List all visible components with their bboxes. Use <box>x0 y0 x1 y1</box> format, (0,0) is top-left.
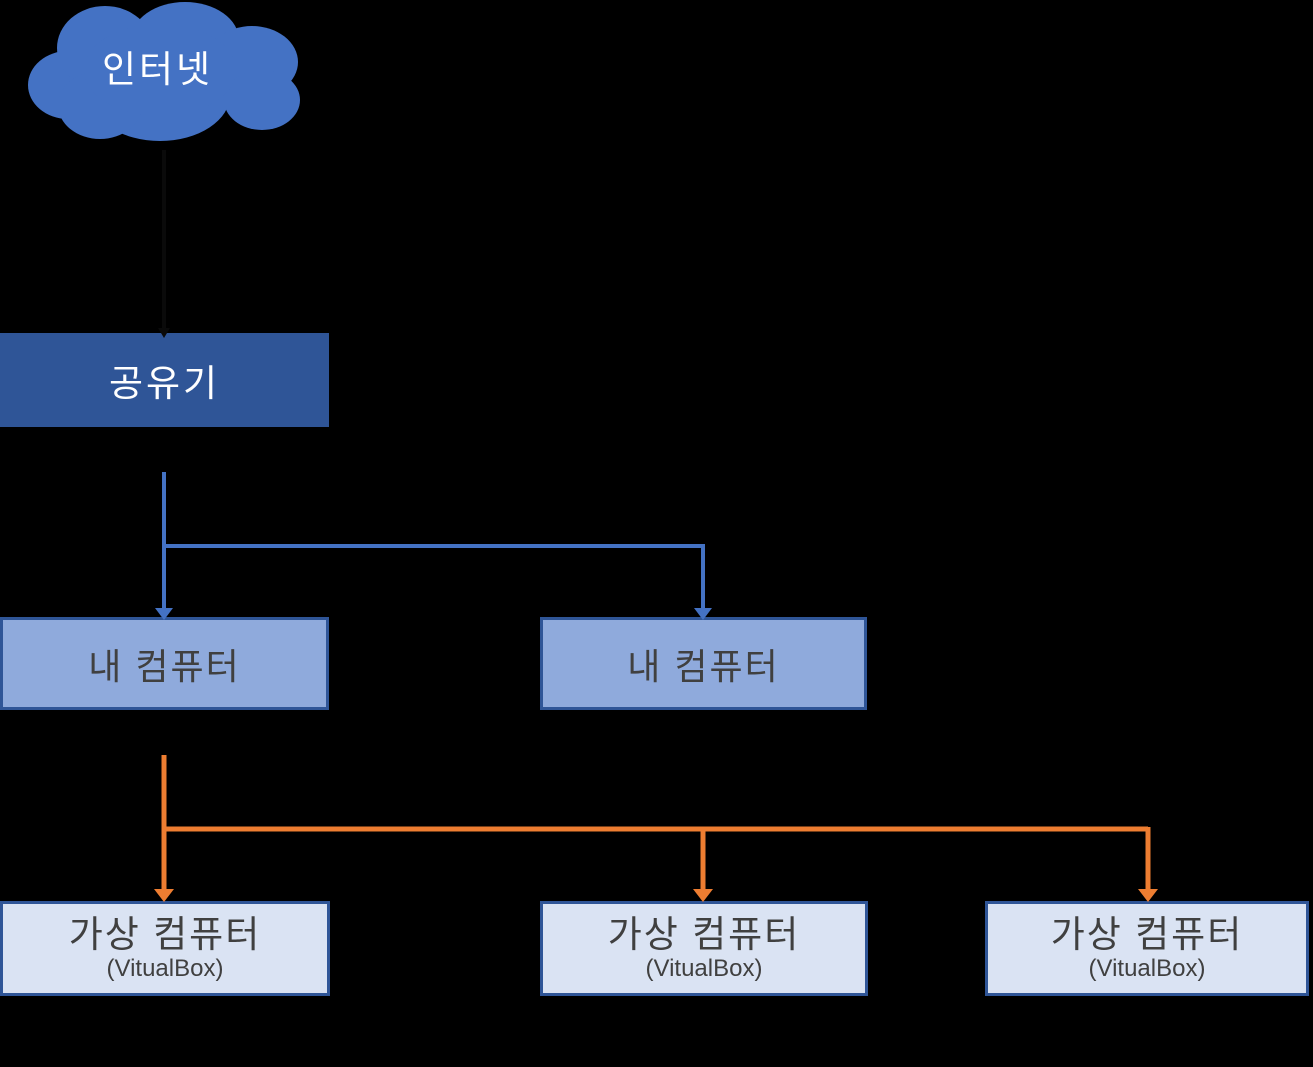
vm-left-label: 가상 컴퓨터 <box>68 914 262 956</box>
router-to-right-computer-connector <box>164 544 705 609</box>
virtual-computer-box-left: 가상 컴퓨터 (VitualBox) <box>0 901 330 996</box>
vm-right-label: 가상 컴퓨터 <box>1050 914 1244 956</box>
virtual-computer-box-right: 가상 컴퓨터 (VitualBox) <box>985 901 1309 996</box>
internet-label: 인터넷 <box>101 49 214 90</box>
vm-middle-sublabel: (VitualBox) <box>645 954 763 982</box>
vm-left-sublabel: (VitualBox) <box>106 954 224 982</box>
computer-right-label: 내 컴퓨터 <box>627 645 780 687</box>
computer-box-right: 내 컴퓨터 <box>540 617 867 710</box>
router-label: 공유기 <box>108 363 221 404</box>
vm-right-sublabel: (VitualBox) <box>1088 954 1206 982</box>
router-box: 공유기 <box>0 333 329 427</box>
virtual-computer-box-middle: 가상 컴퓨터 (VitualBox) <box>540 901 868 996</box>
computer-box-left: 내 컴퓨터 <box>0 617 329 710</box>
computer-left-label: 내 컴퓨터 <box>88 645 241 687</box>
vm-middle-label: 가상 컴퓨터 <box>607 914 801 956</box>
